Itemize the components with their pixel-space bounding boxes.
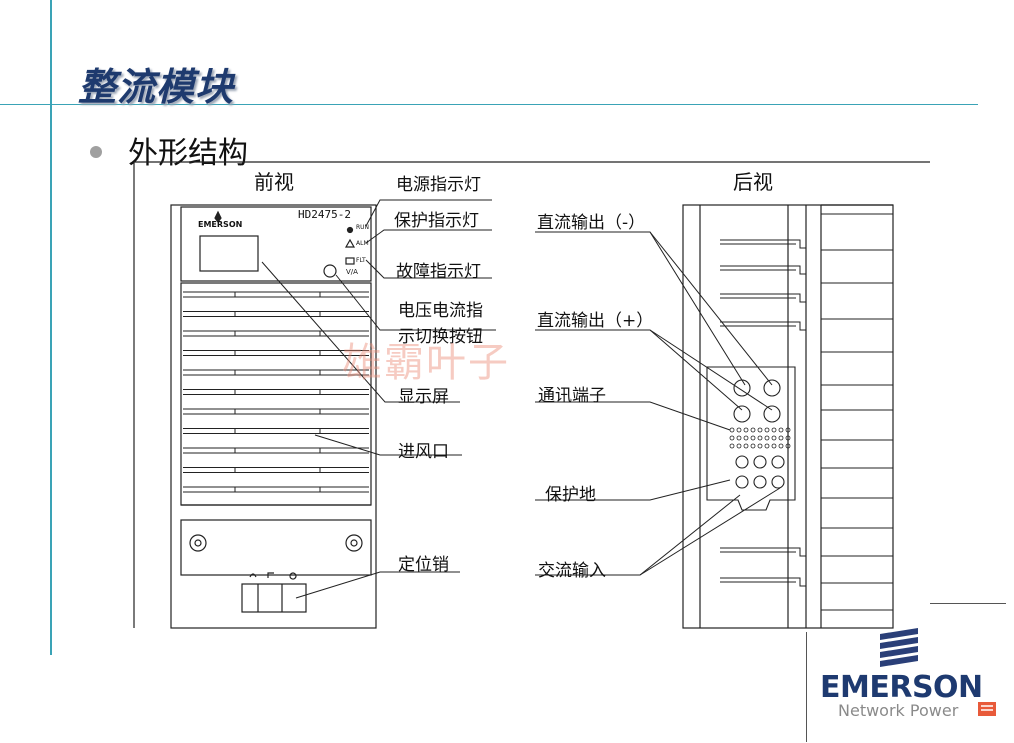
label-comm-terminal: 通讯端子	[538, 386, 606, 406]
drawing-frame	[133, 161, 930, 628]
label-protect-ground: 保护地	[545, 485, 596, 505]
front-module	[170, 204, 377, 629]
logo-top-line	[930, 603, 1006, 604]
logo-divider	[806, 632, 807, 742]
rear-slots	[720, 239, 806, 587]
front-leader-lines	[261, 199, 496, 599]
bullet-text: 外形结构	[128, 136, 248, 171]
rear-view-label: 后视	[733, 170, 773, 194]
label-protect-led: 保护指示灯	[394, 211, 479, 231]
rear-heatsink-fins	[821, 213, 893, 611]
logo-subtitle: Network Power	[838, 701, 959, 720]
left-accent-line	[50, 0, 52, 655]
label-ac-input: 交流输入	[538, 561, 606, 581]
label-fault-led: 故障指示灯	[396, 262, 481, 282]
comm-terminal-pins	[729, 427, 791, 449]
watermark: 雄霸叶子	[342, 340, 510, 386]
air-inlet-slats	[183, 291, 369, 493]
indicator-mark-flt: FLT	[356, 257, 366, 264]
label-air-inlet: 进风口	[398, 442, 449, 462]
corner-badge-icon	[978, 702, 996, 716]
indicator-mark-va: V/A	[346, 268, 358, 276]
emerson-logo-mark-icon	[880, 628, 918, 667]
label-dc-out-pos: 直流输出（+）	[537, 311, 654, 331]
indicator-mark-run: RUN	[356, 224, 370, 231]
title-underline	[0, 104, 978, 105]
module-model: HD2475-2	[298, 208, 351, 221]
module-brand: EMERSON	[198, 220, 243, 229]
indicator-mark-alm: ALM	[356, 240, 369, 247]
label-power-led: 电源指示灯	[396, 175, 481, 195]
label-switch-button-2: 示切换按钮	[398, 327, 483, 347]
logo-wordmark: EMERSON	[820, 670, 983, 705]
label-dc-out-neg: 直流输出（-）	[537, 213, 646, 233]
label-switch-button-1: 电压电流指	[398, 301, 483, 321]
label-locating-pin: 定位销	[398, 555, 449, 575]
slide-title: 整流模块	[78, 64, 235, 109]
rear-connector	[706, 366, 796, 511]
front-view-label: 前视	[254, 170, 294, 194]
label-display: 显示屏	[398, 387, 449, 407]
bullet-dot	[90, 146, 102, 158]
rear-module	[682, 204, 894, 629]
rear-leader-lines	[535, 231, 781, 576]
